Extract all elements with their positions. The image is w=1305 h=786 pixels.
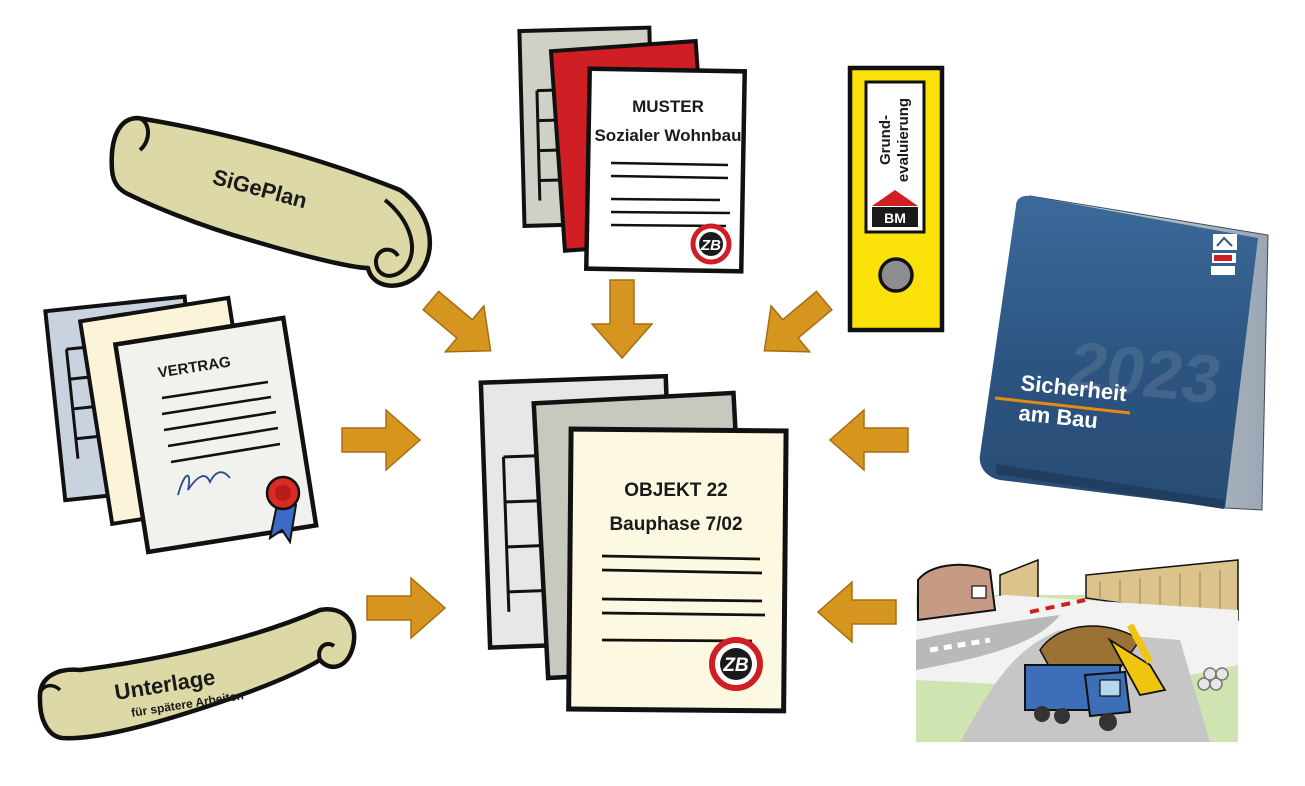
center-line1: OBJEKT 22 <box>624 480 727 501</box>
arrow-from-muster <box>590 279 654 360</box>
zb-badge-center: ZB <box>709 637 763 691</box>
zb-badge-center-text: ZB <box>722 655 749 676</box>
muster-line2: Sozialer Wohnbau <box>594 126 741 145</box>
arrow-from-unterlage <box>366 576 447 640</box>
bm-logo-icon: BM <box>872 190 918 227</box>
binder-label-line1: Grund- <box>877 115 894 165</box>
construction-site-scene <box>916 535 1239 742</box>
zb-badge-muster-text: ZB <box>700 237 721 254</box>
unterlage-scroll: Unterlage für spätere Arbeiten <box>37 606 357 741</box>
arrow-from-sigeplan <box>422 290 492 353</box>
bm-logo-text: BM <box>884 210 906 226</box>
grundevaluierung-binder: Grund- evaluierung BM <box>847 65 945 333</box>
arrow-from-vertrag <box>341 408 422 472</box>
center-document-stack: OBJEKT 22 Bauphase 7/02 ZB <box>478 373 789 714</box>
book-logo-icons <box>1211 234 1237 275</box>
arrow-from-binder <box>763 290 833 353</box>
muster-document-stack: MUSTER Sozialer Wohnbau ZB <box>517 25 748 274</box>
muster-line1: MUSTER <box>632 97 704 116</box>
sigeplan-scroll: SiGePlan <box>109 115 433 288</box>
sicherheit-am-bau-book: 2023 Sicherheit am Bau <box>979 195 1269 511</box>
zb-badge-muster: ZB <box>690 223 732 265</box>
seal-icon <box>265 475 301 545</box>
book-year: 2023 <box>1062 328 1228 418</box>
binder-ring-hole-icon <box>878 257 914 293</box>
vertrag-document-stack: VERTRAG <box>43 294 319 555</box>
arrow-from-book <box>828 408 909 472</box>
arrow-from-site <box>816 580 897 644</box>
binder-label-line2: evaluierung <box>895 98 912 182</box>
arrows-group <box>341 279 909 644</box>
pipes-icon <box>1197 667 1229 691</box>
center-line2: Bauphase 7/02 <box>609 514 742 535</box>
